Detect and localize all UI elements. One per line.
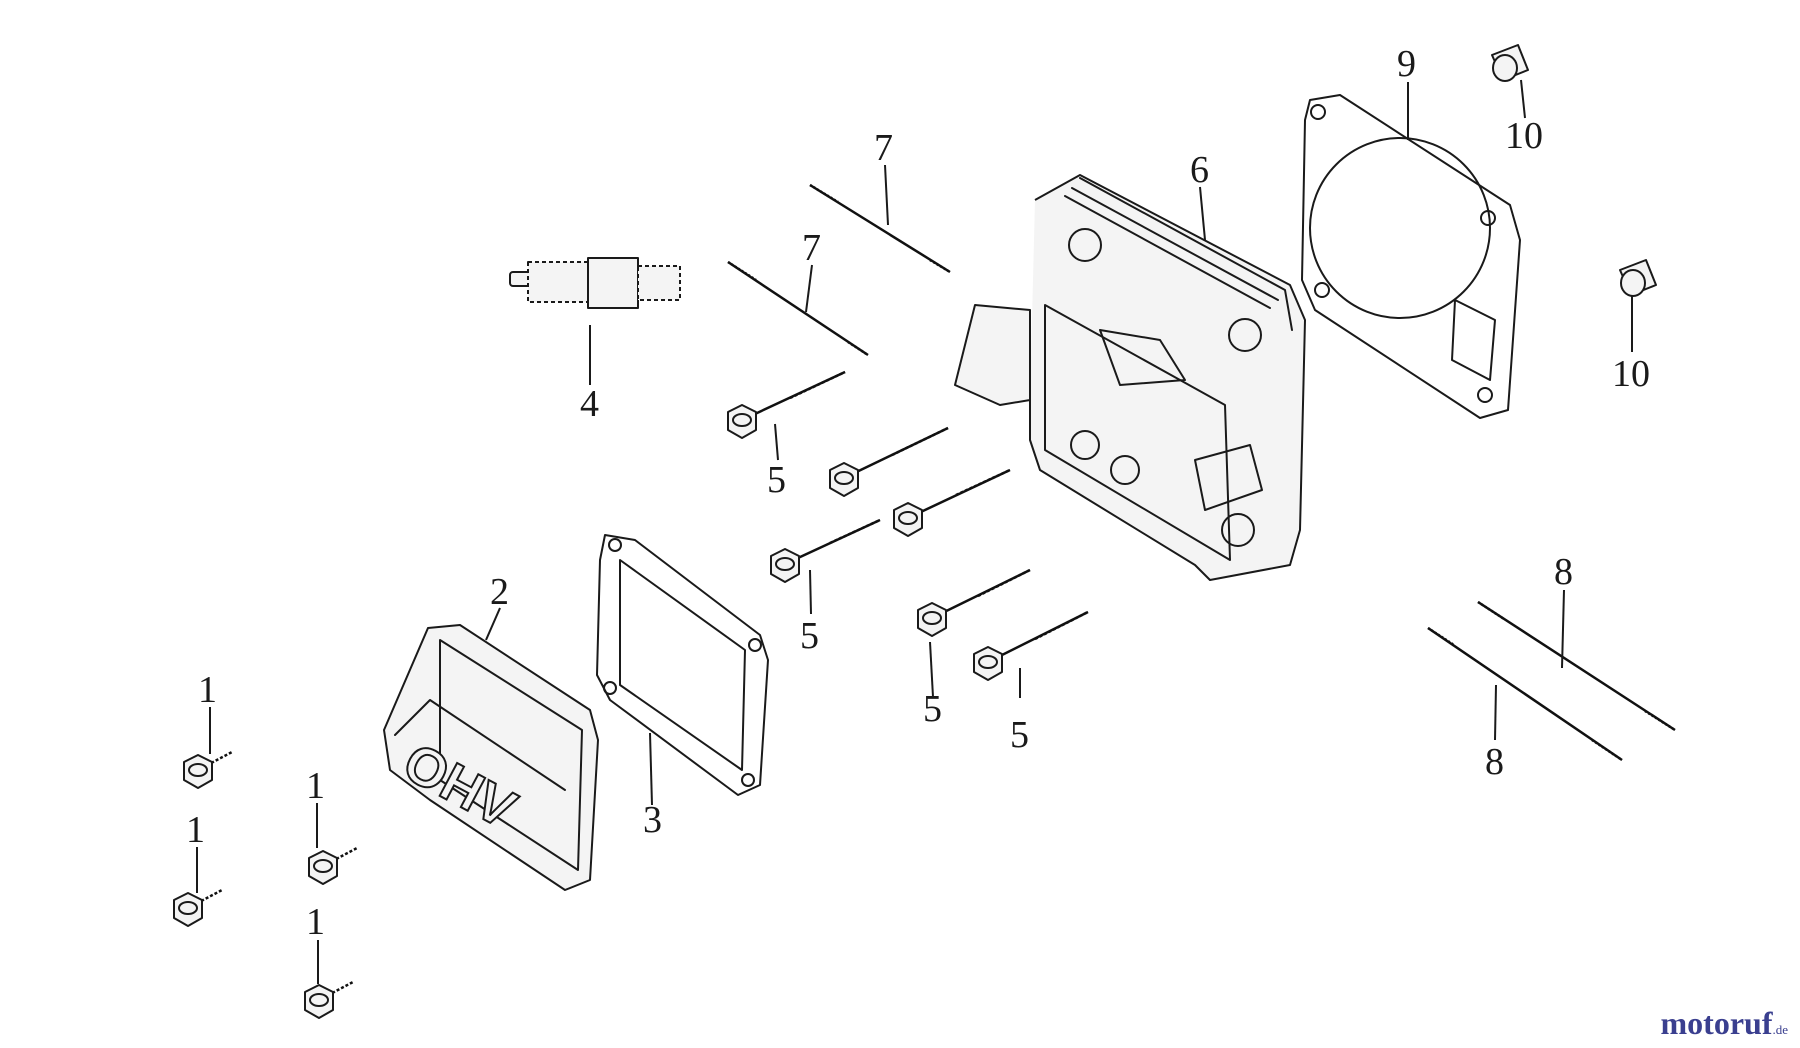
callout-2: 2 bbox=[490, 571, 509, 613]
spark-plug-part-4 bbox=[509, 257, 681, 309]
valve-cover-part-2: OHV bbox=[383, 624, 599, 891]
callout-5a: 5 bbox=[767, 459, 786, 501]
callout-10a: 10 bbox=[1505, 115, 1543, 157]
stud-part-7b bbox=[727, 260, 869, 357]
bolt-part-1d bbox=[304, 980, 354, 1019]
callout-8a: 8 bbox=[1554, 551, 1573, 593]
flange-bolt-part-5e bbox=[917, 568, 1031, 637]
flange-bolt-part-5b bbox=[829, 426, 949, 497]
callout-6: 6 bbox=[1190, 149, 1209, 191]
cylinder-head-part-6 bbox=[954, 174, 1306, 581]
callout-1a: 1 bbox=[198, 669, 217, 711]
dowel-pin-part-10b bbox=[1619, 259, 1657, 297]
bolt-part-1b bbox=[173, 888, 223, 927]
watermark-sub: .de bbox=[1772, 1022, 1788, 1037]
callout-5c: 5 bbox=[923, 688, 942, 730]
callout-7b: 7 bbox=[802, 227, 821, 269]
stud-part-8b bbox=[1427, 626, 1623, 762]
callout-1d: 1 bbox=[306, 901, 325, 943]
watermark-main: motoruf bbox=[1660, 1005, 1773, 1041]
bolt-part-1a bbox=[183, 750, 233, 789]
flange-bolt-part-5a bbox=[727, 370, 846, 439]
watermark-logo: motoruf.de bbox=[1661, 1005, 1789, 1042]
bolt-part-1c bbox=[308, 846, 358, 885]
callout-1c: 1 bbox=[306, 765, 325, 807]
callout-9: 9 bbox=[1397, 43, 1416, 85]
callout-10b: 10 bbox=[1612, 353, 1650, 395]
stud-part-7a bbox=[809, 183, 951, 274]
callout-4: 4 bbox=[580, 383, 599, 425]
flange-bolt-part-5f bbox=[973, 610, 1089, 681]
cover-gasket-part-3 bbox=[596, 534, 769, 796]
callout-1b: 1 bbox=[186, 809, 205, 851]
callout-3: 3 bbox=[643, 799, 662, 841]
head-gasket-part-9 bbox=[1301, 94, 1521, 419]
callout-5d: 5 bbox=[1010, 714, 1029, 756]
flange-bolt-part-5d bbox=[770, 518, 881, 583]
callout-8b: 8 bbox=[1485, 741, 1504, 783]
dowel-pin-part-10a bbox=[1491, 44, 1529, 82]
callout-7a: 7 bbox=[874, 127, 893, 169]
flange-bolt-part-5c bbox=[893, 468, 1011, 537]
callout-5b: 5 bbox=[800, 615, 819, 657]
stud-part-8a bbox=[1477, 600, 1676, 732]
